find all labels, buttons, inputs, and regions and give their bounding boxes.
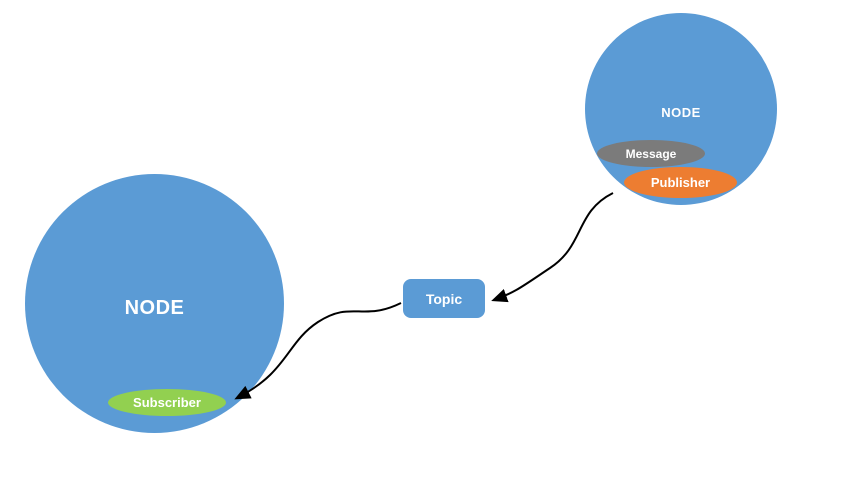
subscriber-badge-label: Subscriber	[133, 395, 201, 410]
message-badge-label: Message	[625, 146, 677, 161]
subscriber-badge: Subscriber	[108, 389, 226, 416]
topic-box: Topic	[403, 279, 485, 318]
publisher-badge-label: Publisher	[650, 175, 711, 190]
publisher-badge: Publisher	[624, 167, 737, 198]
topic-box-label: Topic	[425, 290, 463, 307]
message-badge: Message	[597, 140, 705, 167]
subscriber-node-label: NODE	[124, 297, 185, 319]
publisher-to-topic-arrow	[491, 192, 614, 303]
publisher-node-label: NODE	[661, 105, 701, 120]
